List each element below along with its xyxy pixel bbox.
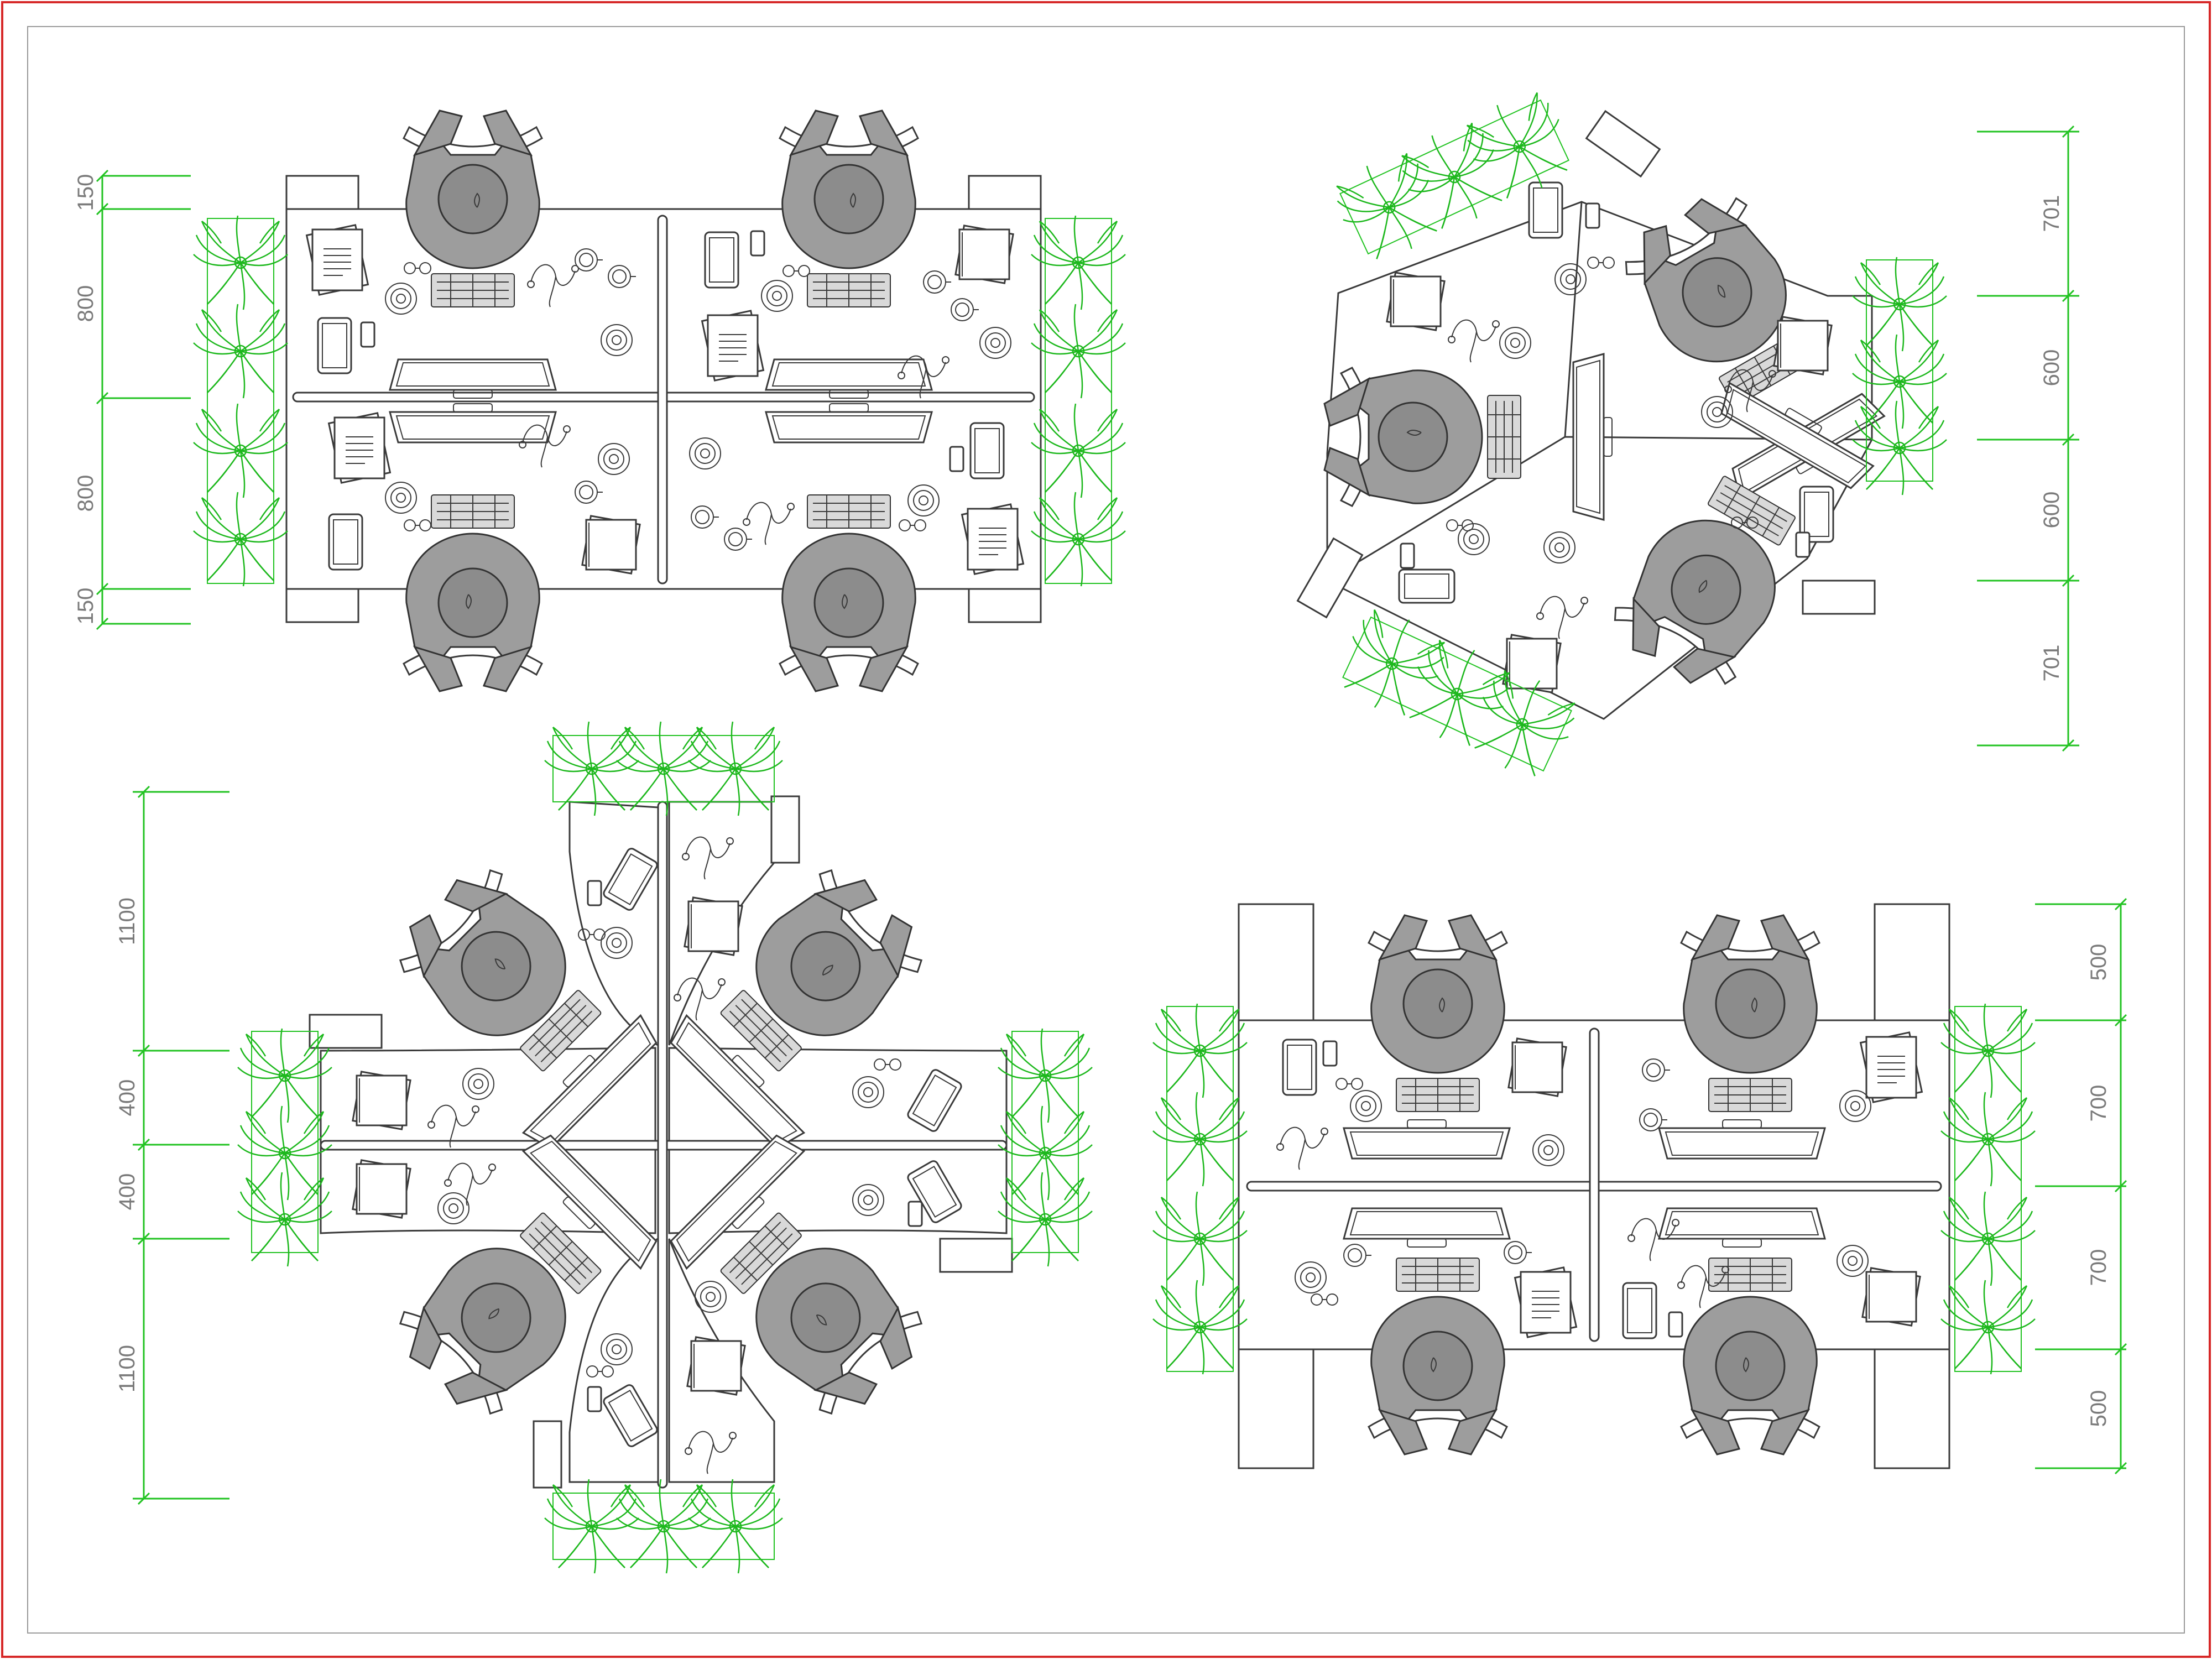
dimensions-group-4: 500 700 700 500 bbox=[2035, 898, 2127, 1475]
inner-border bbox=[27, 26, 2185, 1634]
dimensions-group-2: 701 600 600 701 bbox=[1977, 125, 2079, 752]
dim-label: 150 bbox=[74, 174, 98, 211]
dim-label: 400 bbox=[115, 1079, 139, 1117]
layout-y-cluster bbox=[1296, 84, 1947, 787]
dim-label: 701 bbox=[2039, 195, 2064, 232]
dim-label: 800 bbox=[74, 475, 98, 512]
dimensions-group-1: 150 800 800 150 bbox=[74, 169, 191, 630]
dim-label: 400 bbox=[115, 1173, 139, 1211]
dim-label: 700 bbox=[2086, 1085, 2111, 1122]
dim-label: 150 bbox=[74, 588, 98, 625]
dim-label: 500 bbox=[2086, 944, 2111, 981]
layout-cross-cluster bbox=[238, 722, 1092, 1573]
layout-rect-cluster-a bbox=[194, 111, 1125, 691]
dim-label: 701 bbox=[2039, 645, 2064, 682]
dim-label: 600 bbox=[2039, 349, 2064, 387]
dim-label: 600 bbox=[2039, 492, 2064, 529]
dim-label: 1100 bbox=[115, 898, 139, 945]
dimensions-group-3: 1100 400 400 1100 bbox=[115, 785, 229, 1505]
dim-label: 700 bbox=[2086, 1249, 2111, 1286]
dim-label: 500 bbox=[2086, 1390, 2111, 1427]
dim-label: 1100 bbox=[115, 1345, 139, 1392]
layout-rect-cluster-b bbox=[1153, 903, 2035, 1469]
dim-label: 800 bbox=[74, 285, 98, 322]
